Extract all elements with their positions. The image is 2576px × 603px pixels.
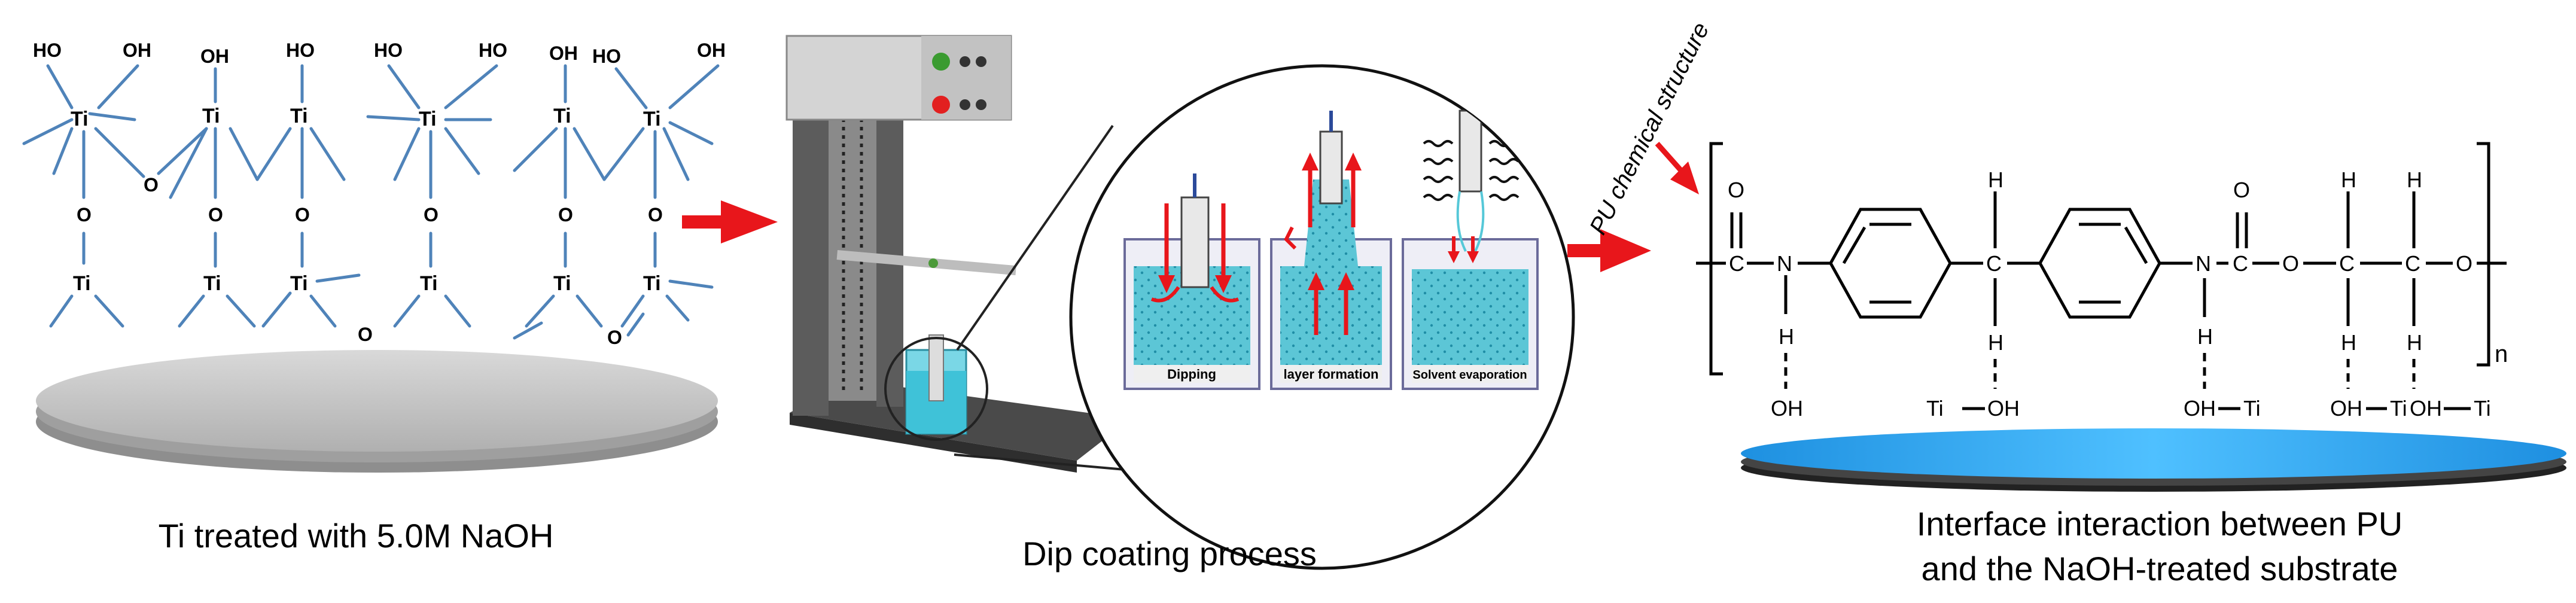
atom-n: N (1777, 251, 1792, 276)
atom-o: O (648, 204, 663, 226)
atom-oh: OH (2330, 396, 2362, 421)
arrow-to-dip-coating (682, 200, 778, 243)
ti-bond-lines (22, 64, 720, 340)
atom-ti: Ti (290, 272, 308, 295)
atom-h: H (2341, 330, 2356, 355)
atom-ti: Ti (2243, 396, 2261, 421)
zoom-circle-small (884, 337, 988, 441)
atom-c: C (1729, 251, 1744, 276)
atom-oh: OH (549, 42, 578, 64)
atom-ti: Ti (553, 105, 571, 127)
atom-ti: Ti (553, 272, 571, 295)
label-layer-formation: layer formation (1284, 367, 1379, 382)
caption-ti-treated: Ti treated with 5.0M NaOH (159, 517, 554, 555)
step-solvent-evaporation: Solvent evaporation (1402, 75, 1539, 390)
atom-ti: Ti (290, 105, 308, 127)
hydrogen-bonds (1784, 353, 2416, 389)
pu-structure-label: PU chemical structure (1585, 19, 1715, 239)
atom-oh: OH (2184, 396, 2216, 421)
atom-h: H (2407, 168, 2422, 192)
step-dipping: Dipping (1123, 173, 1260, 390)
atom-oh: OH (2410, 396, 2442, 421)
green-button-icon (932, 53, 950, 71)
arrow-to-interface (1567, 229, 1651, 272)
subscript-n: n (2495, 341, 2508, 367)
atom-o: O (424, 204, 439, 226)
atom-h: H (1988, 330, 2003, 355)
atom-o: O (2456, 251, 2473, 276)
atom-ti: Ti (2390, 396, 2407, 421)
pu-structure-panel: n (1696, 142, 2566, 587)
atom-c: C (2233, 251, 2248, 276)
arrow-pu-label (1655, 142, 1699, 194)
atom-o: O (295, 204, 310, 226)
atom-h: H (1988, 168, 2003, 192)
pu-atom-labels: O C N H OH H C H Ti OH N H OH Ti O C O H… (1728, 168, 2491, 421)
atom-c: C (2405, 251, 2420, 276)
atom-o: O (208, 204, 223, 226)
atom-ti: Ti (420, 272, 438, 295)
red-button-icon (932, 96, 950, 114)
atom-o: O (2282, 251, 2299, 276)
label-dipping: Dipping (1167, 367, 1216, 382)
atom-o: O (77, 204, 92, 226)
bracket-right (2477, 142, 2490, 367)
atom-ti: Ti (643, 108, 661, 130)
atom-o: O (358, 324, 373, 345)
gray-disk (36, 350, 718, 473)
atom-ti: Ti (202, 105, 220, 127)
atom-ti: Ti (419, 108, 437, 130)
ti-atom-labels: HO OH Ti O Ti O OH Ti O Ti HO Ti O Ti HO… (33, 39, 726, 348)
atom-h: H (2341, 168, 2356, 192)
pu-backbone-bonds (1696, 191, 2507, 410)
atom-o: O (1728, 178, 1744, 202)
atom-oh: OH (1771, 396, 1803, 421)
atom-o: O (144, 174, 159, 196)
atom-ho: HO (479, 39, 507, 61)
atom-ho: HO (33, 39, 62, 61)
step-layer-formation: layer formation (1270, 111, 1392, 390)
dip-coater-panel: Dipping layer formation (785, 35, 1575, 572)
atom-ti: Ti (73, 272, 91, 295)
caption-dip-coating: Dip coating process (1022, 535, 1317, 572)
caption-interface-line2: and the NaOH-treated substrate (1922, 550, 2398, 587)
atom-ti: Ti (2474, 396, 2491, 421)
atom-ho: HO (286, 39, 315, 61)
atom-c: C (1986, 251, 2002, 276)
atom-o: O (558, 204, 573, 226)
atom-h: H (2407, 330, 2422, 355)
atom-oh: OH (123, 39, 151, 61)
atom-ho: HO (592, 45, 621, 67)
atom-o: O (2233, 178, 2250, 202)
atom-ti: Ti (203, 272, 221, 295)
atom-ti: Ti (1926, 396, 1944, 421)
atom-oh: OH (697, 39, 726, 61)
atom-h: H (1779, 324, 1794, 349)
atom-ti: Ti (71, 108, 89, 130)
atom-oh: OH (200, 45, 229, 67)
label-solvent-evaporation: Solvent evaporation (1412, 368, 1527, 382)
atom-oh: OH (1987, 396, 2020, 421)
bracket-left (1709, 142, 1723, 376)
atom-o: O (607, 327, 622, 348)
caption-interface-line1: Interface interaction between PU (1917, 505, 2403, 543)
atom-n: N (2196, 251, 2211, 276)
atom-ho: HO (374, 39, 403, 61)
ti-substrate-panel: HO OH Ti O Ti O OH Ti O Ti HO Ti O Ti HO… (22, 39, 726, 555)
atom-ti: Ti (643, 272, 661, 295)
atom-c: C (2339, 251, 2355, 276)
blue-substrate (1741, 428, 2566, 492)
atom-h: H (2197, 324, 2213, 349)
